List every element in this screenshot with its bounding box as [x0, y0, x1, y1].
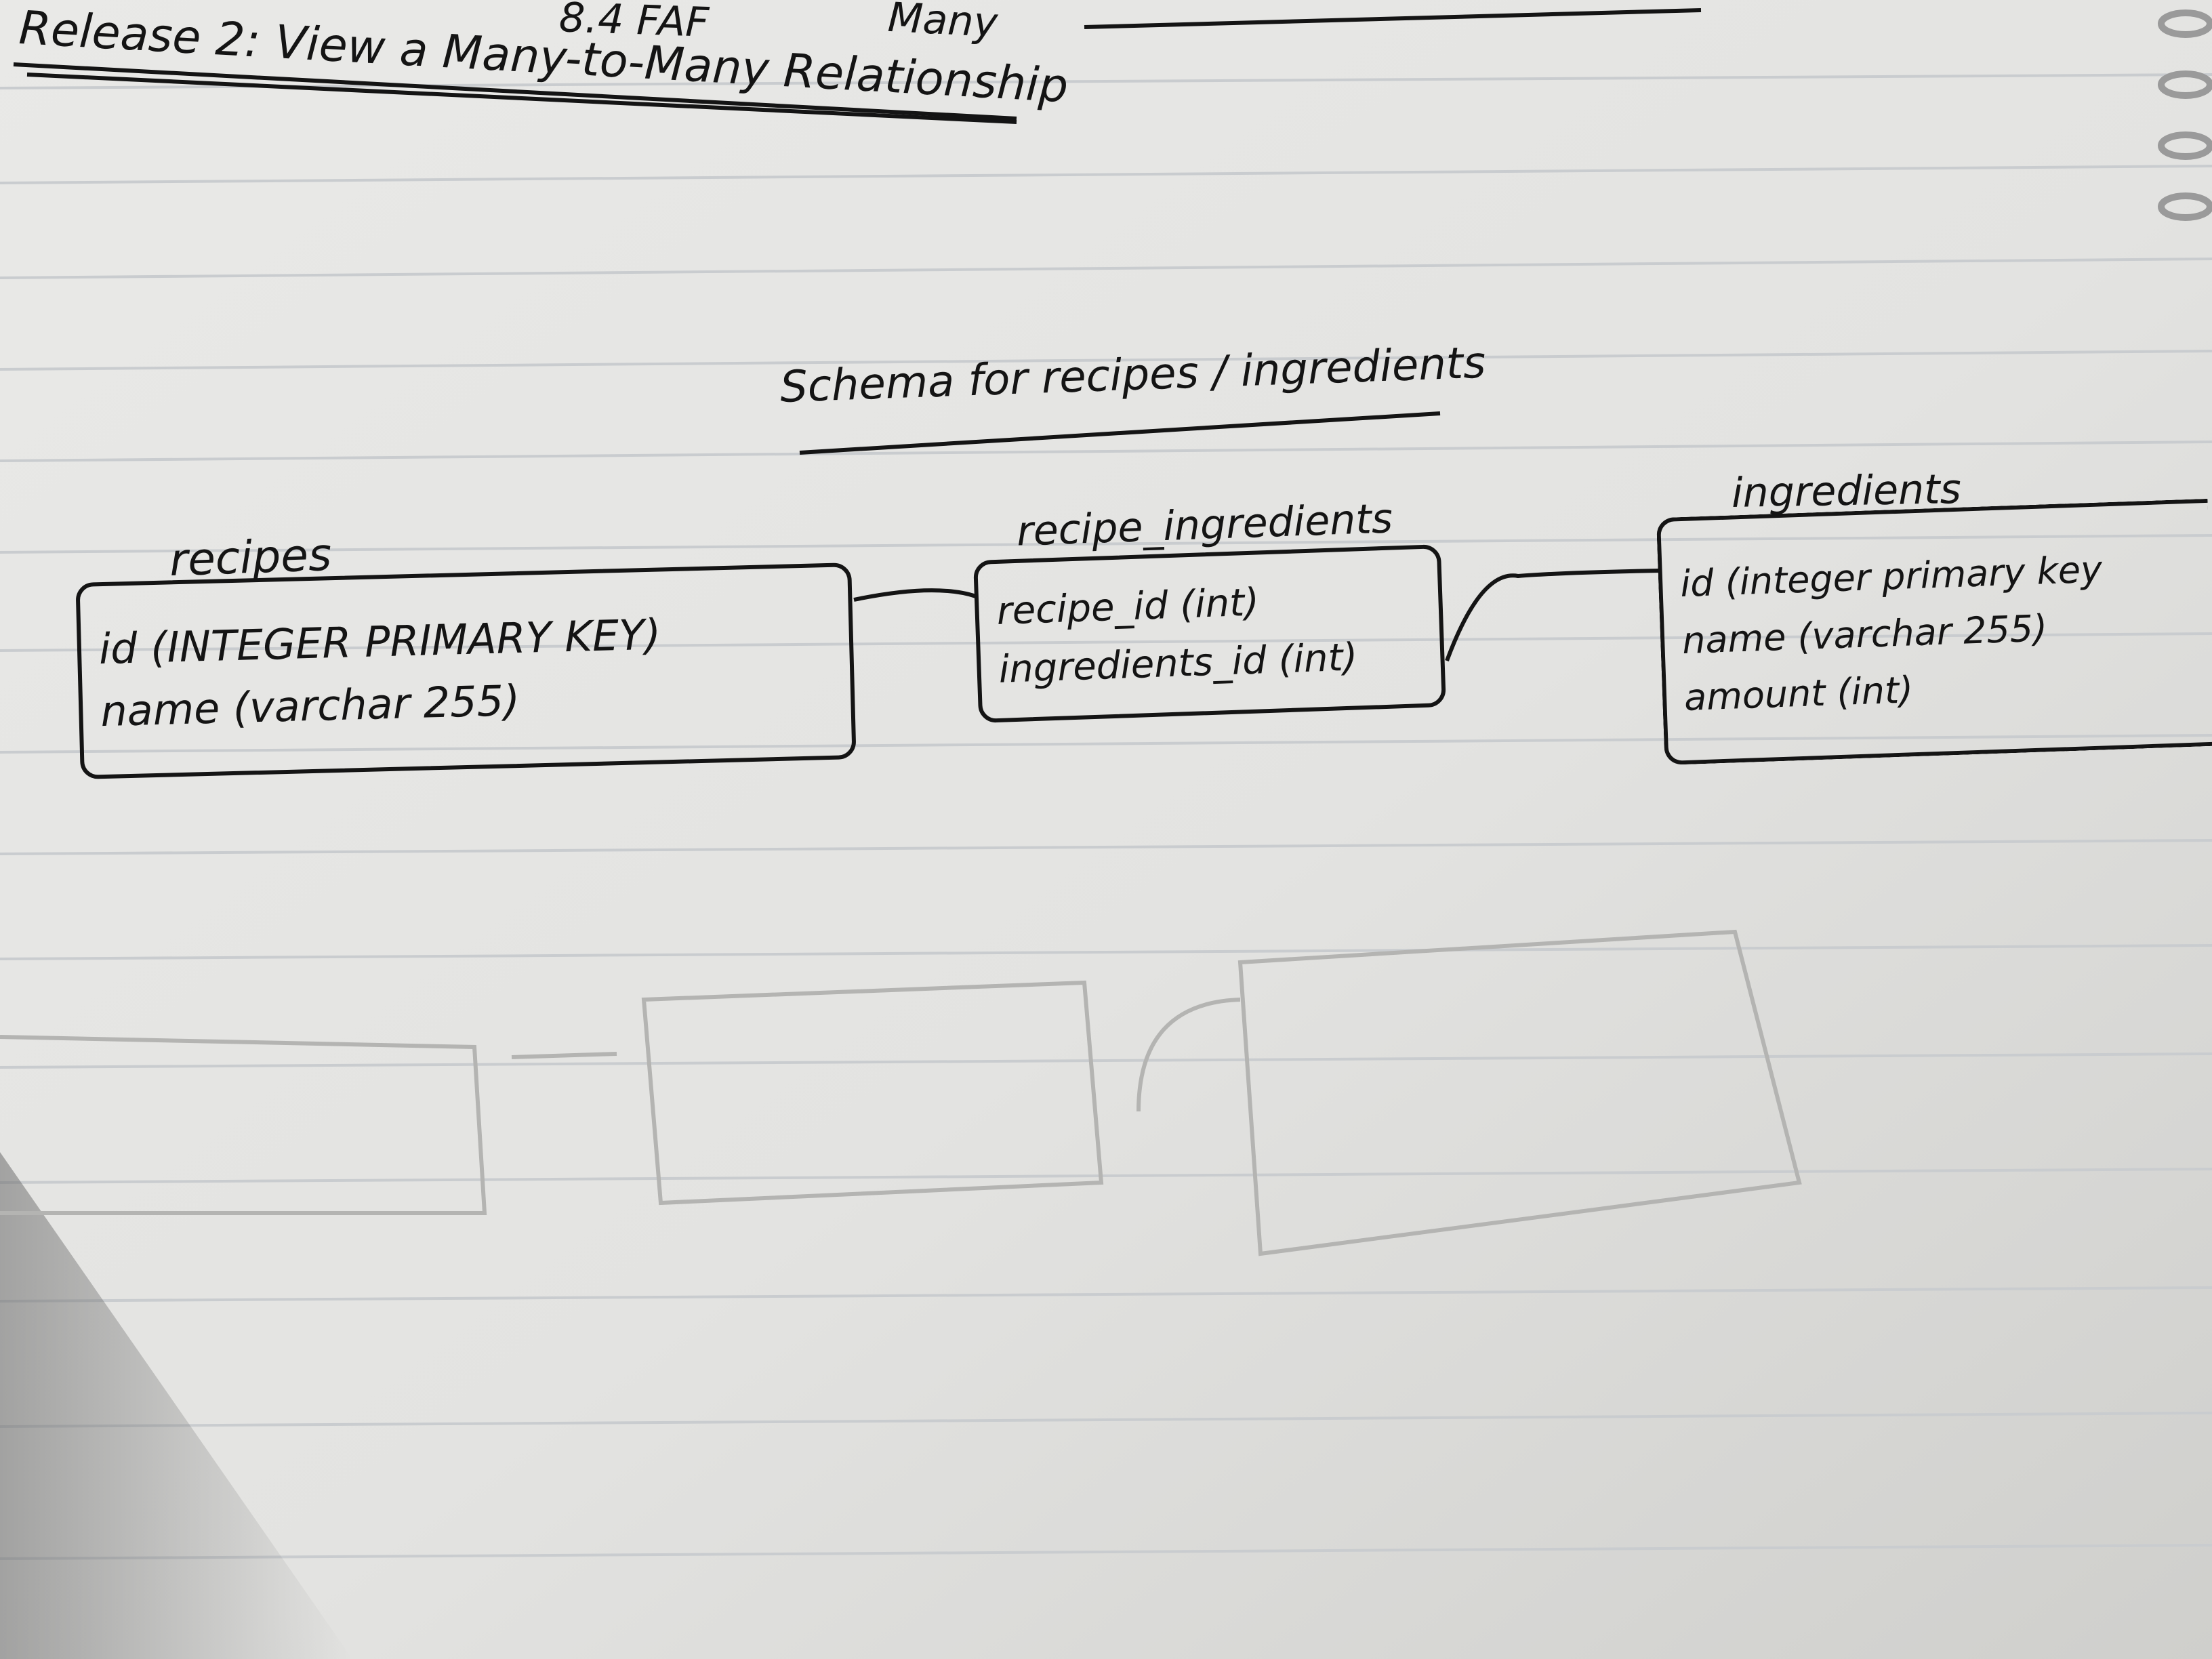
heading-underline	[13, 8, 1702, 455]
faint-bleed-boxes	[0, 929, 1802, 1256]
table-name-ingredients: ingredients	[1731, 466, 1962, 517]
field-recipes-name: name (varchar 255)	[100, 675, 521, 737]
field-recipes-id: id (INTEGER PRIMARY KEY)	[98, 609, 662, 674]
spiral-binding	[2158, 9, 2212, 221]
ruled-lines	[0, 73, 2212, 1560]
shadow-left	[0, 1152, 352, 1659]
field-ingredients-amount: amount (int)	[1683, 668, 1914, 719]
top-right-partial-text: Many	[886, 0, 999, 47]
field-ingredients-id: ingredients_id (int)	[998, 635, 1359, 692]
table-box-ingredients: id (integer primary key name (varchar 25…	[1656, 498, 2212, 766]
table-name-recipe-ingredients: recipe_ingredients	[1015, 495, 1394, 556]
field-ingredients-id-pk: id (integer primary key	[1679, 547, 2103, 605]
field-ingredients-name: name (varchar 255)	[1681, 606, 2049, 662]
table-name-recipes: recipes	[168, 528, 333, 587]
table-box-recipe-ingredients: recipe_id (int) ingredients_id (int)	[973, 544, 1446, 723]
connector-lines	[853, 569, 1661, 662]
table-box-recipes: id (INTEGER PRIMARY KEY) name (varchar 2…	[75, 562, 857, 779]
connector-recipes-to-join	[853, 588, 977, 602]
field-recipe-id: recipe_id (int)	[996, 580, 1261, 634]
connector-join-to-ingredients	[1445, 569, 1661, 662]
